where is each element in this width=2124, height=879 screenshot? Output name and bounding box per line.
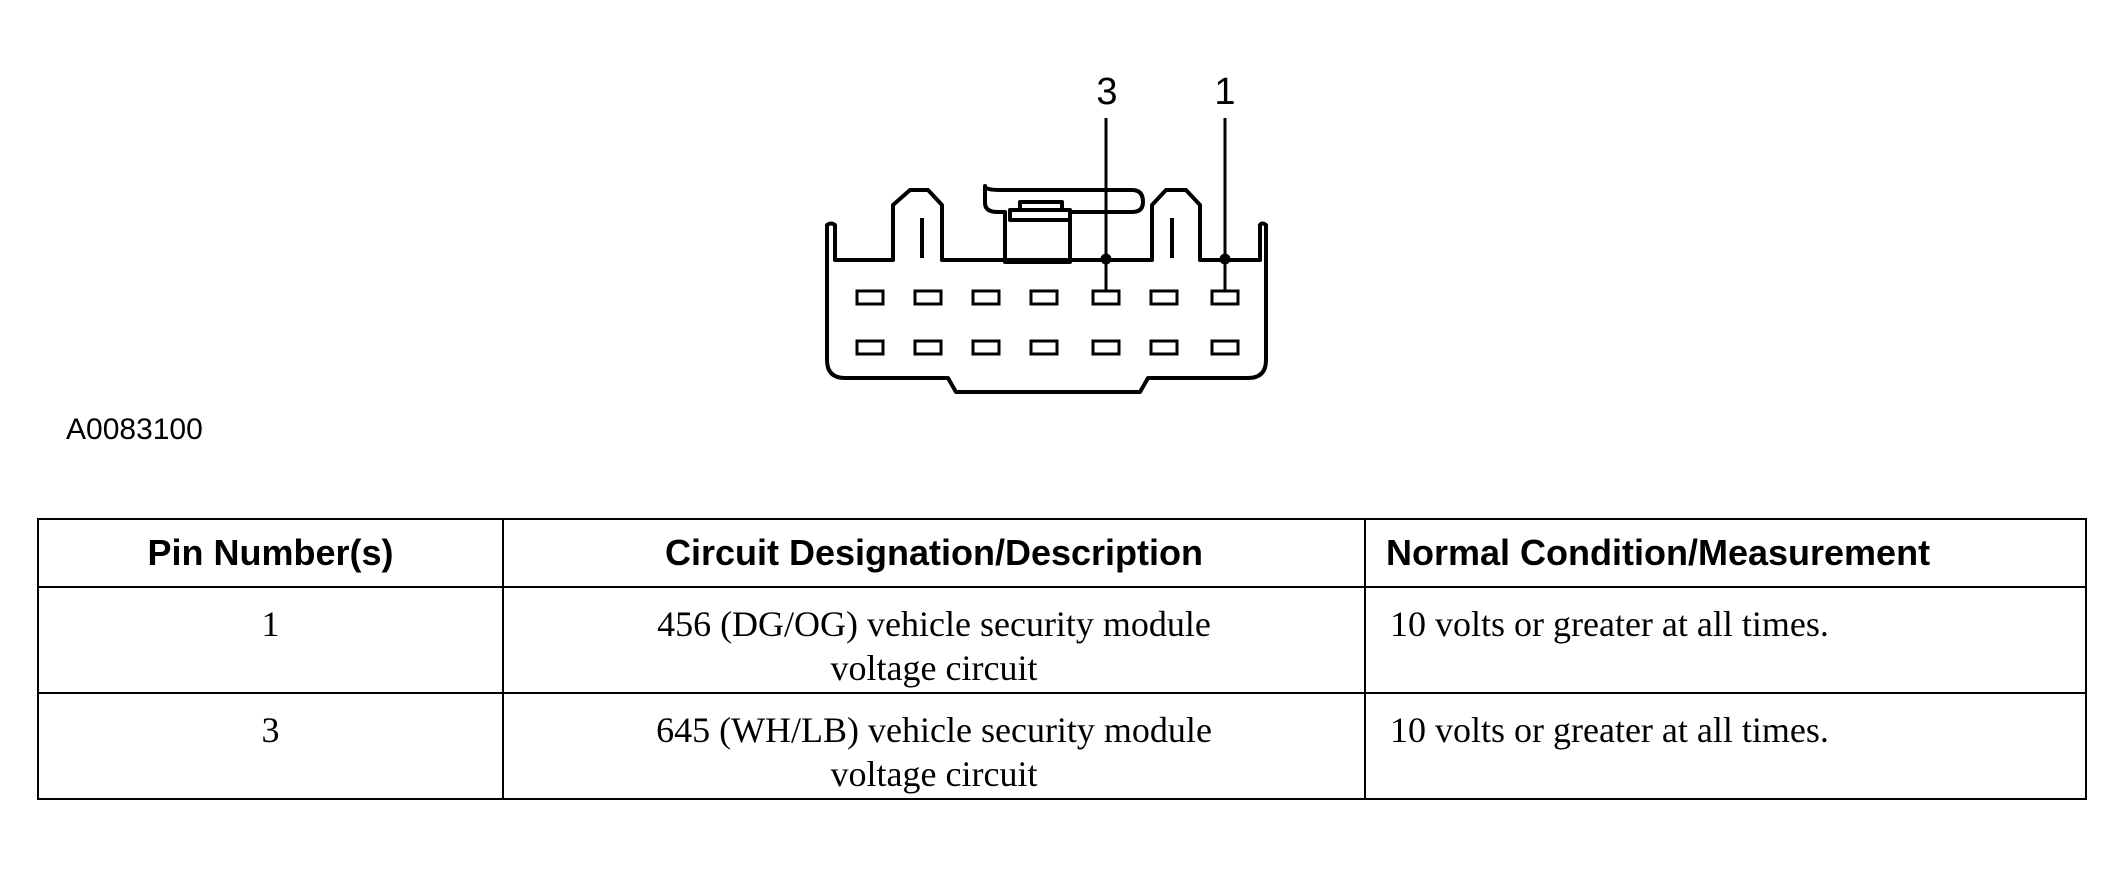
cavity (913, 289, 943, 306)
header-normal-condition: Normal Condition/Measurement (1364, 518, 2087, 588)
cavity (913, 339, 943, 356)
cavity (855, 339, 885, 356)
pin-label-1: 1 (1214, 71, 1235, 113)
leader-lines (1100, 118, 1231, 291)
condition-cell: 10 volts or greater at all times. (1364, 692, 2087, 800)
terminal-cavities (855, 289, 1240, 356)
cavity (855, 289, 885, 306)
cavity (971, 339, 1001, 356)
cavity (1149, 289, 1179, 306)
description-line: 456 (DG/OG) vehicle security module (657, 604, 1211, 644)
circuit-description-cell: 645 (WH/LB) vehicle security module volt… (502, 692, 1366, 800)
table-row: 3 645 (WH/LB) vehicle security module vo… (37, 692, 2087, 800)
description-line: voltage circuit (830, 648, 1038, 688)
cavity-pin-1 (1210, 289, 1240, 306)
cavity-pin-3 (1091, 289, 1121, 306)
header-circuit-description: Circuit Designation/Description (502, 518, 1366, 588)
cavity (1029, 339, 1059, 356)
cavity (1029, 289, 1059, 306)
description-line: voltage circuit (830, 754, 1038, 794)
pin-table: Pin Number(s) Circuit Designation/Descri… (37, 518, 2087, 800)
pin-number-cell: 3 (37, 692, 504, 800)
cavity (971, 289, 1001, 306)
pin-number-cell: 1 (37, 586, 504, 694)
pin-label-3: 3 (1096, 71, 1117, 113)
cavity (1149, 339, 1179, 356)
figure-id: A0083100 (66, 413, 203, 446)
table-row: 1 456 (DG/OG) vehicle security module vo… (37, 586, 2087, 694)
header-pin-numbers: Pin Number(s) (37, 518, 504, 588)
description-line: 645 (WH/LB) vehicle security module (656, 710, 1212, 750)
connector-outline (825, 184, 1268, 394)
cavity (1210, 339, 1240, 356)
cavity (1091, 339, 1121, 356)
circuit-description-cell: 456 (DG/OG) vehicle security module volt… (502, 586, 1366, 694)
table-header-row: Pin Number(s) Circuit Designation/Descri… (37, 518, 2087, 588)
condition-cell: 10 volts or greater at all times. (1364, 586, 2087, 694)
